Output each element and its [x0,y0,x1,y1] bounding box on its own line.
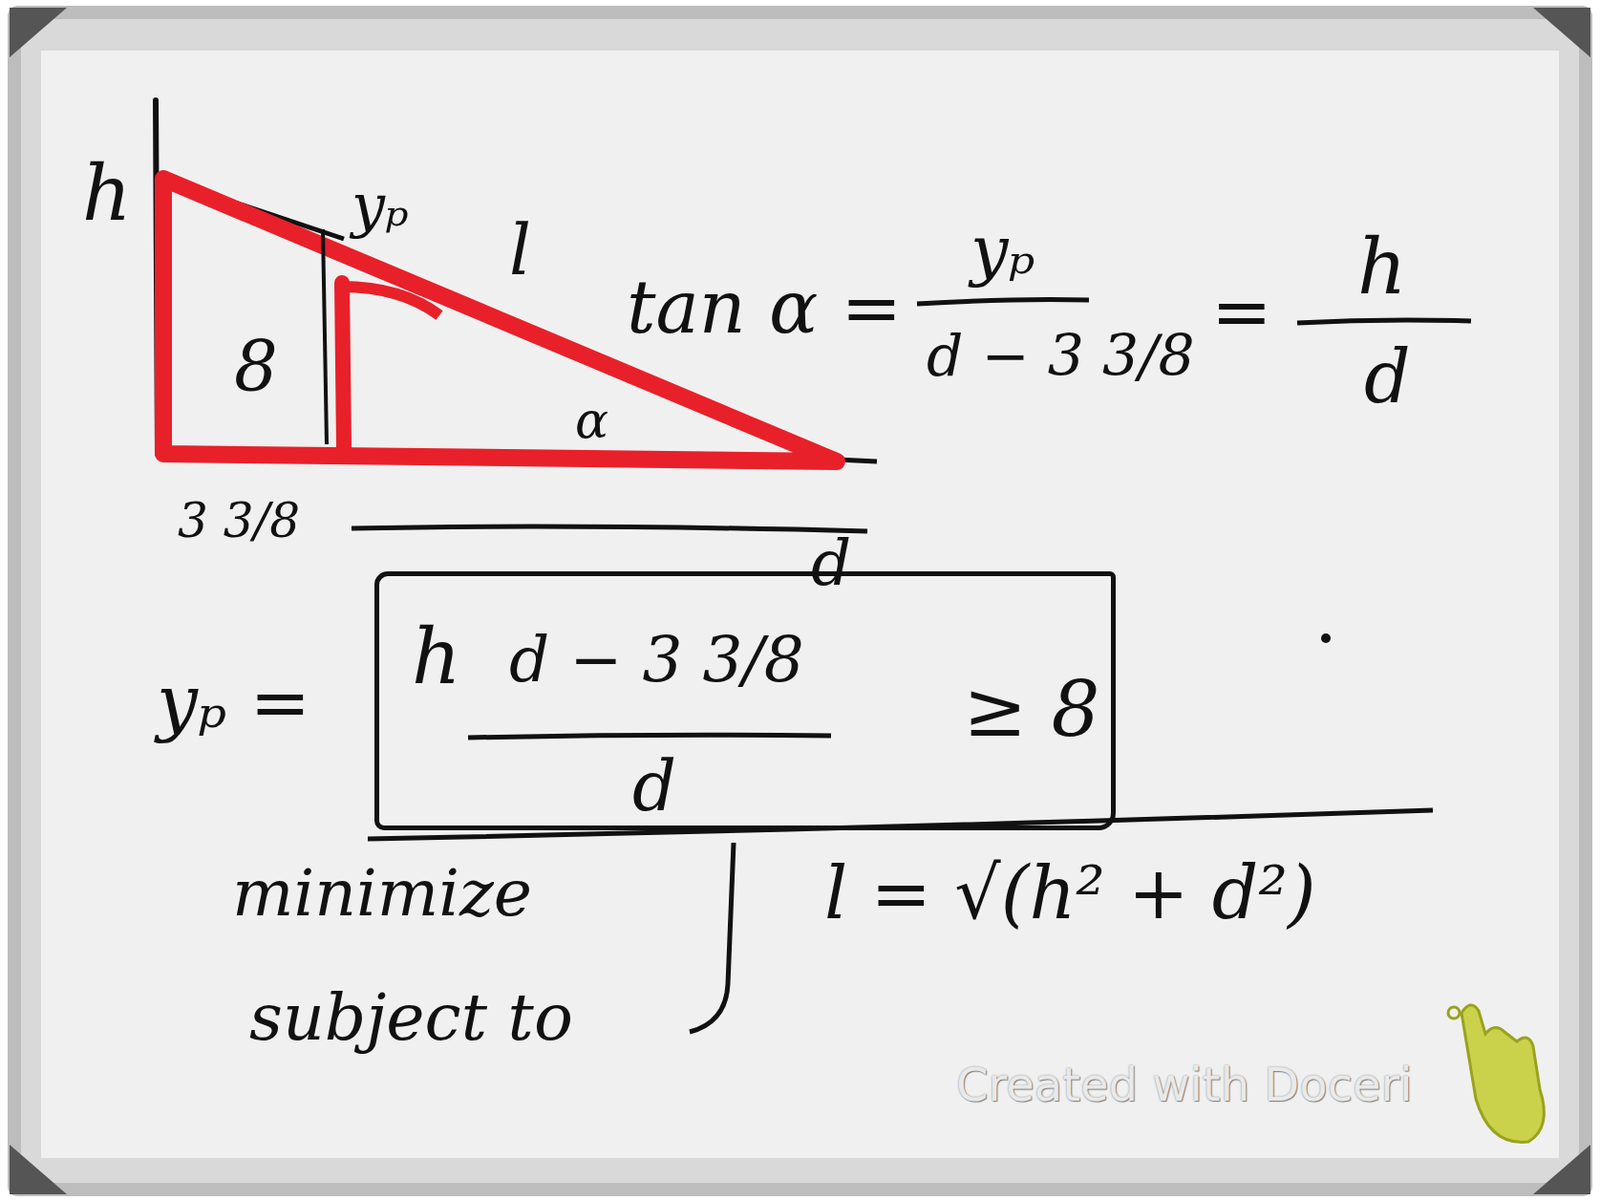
dimension-value: 3 3/8 [177,496,300,545]
inequality: ≥ 8 [962,671,1100,748]
fraction-denominator: d [1364,341,1411,414]
board-surface [41,50,1559,1158]
frame-corner [1533,1144,1591,1195]
length-label: l [509,215,532,285]
fraction-numerator: h [1357,229,1408,306]
boxed-constraint: h d − 3 3/8 d ≥ 8 [374,571,1116,831]
fraction-bar [917,299,1089,305]
board-frame [7,5,1593,1196]
wall-line [322,229,327,445]
equation: l = √(h² + d²) [824,856,1317,930]
height-value: 8 [234,332,278,402]
fraction-denominator: d [632,751,677,821]
dot [1321,633,1331,643]
dimension-label: d [810,532,852,596]
bracket [689,842,734,1032]
equation-term: tan α = [626,271,902,344]
equation-term: h [411,618,462,696]
frame-corner [9,1144,67,1195]
angle-label: α [575,395,609,446]
board-frame-inner [21,19,1579,1183]
fraction-numerator: yₚ [970,216,1036,284]
instruction-text: subject to [249,984,574,1050]
fraction-bar [468,734,832,738]
fraction-denominator: d − 3 3/8 [926,326,1195,384]
red-wall [341,282,344,449]
fraction-bar [1297,320,1472,323]
equation-term: yₚ = [156,665,311,739]
distance-line [351,526,868,532]
separator-line [367,810,1433,839]
fraction-numerator: d − 3 3/8 [509,628,805,692]
red-stroke [341,286,440,316]
watermark: Created with Doceri [956,1061,1413,1108]
equals-sign: = [1211,275,1273,348]
frame-corner [9,7,67,58]
instruction-text: minimize [232,860,533,926]
doceri-hand-icon [1448,1004,1544,1142]
point-label: yₚ [351,175,409,235]
frame-corner [1533,7,1591,58]
dimension-label: h [82,155,132,233]
